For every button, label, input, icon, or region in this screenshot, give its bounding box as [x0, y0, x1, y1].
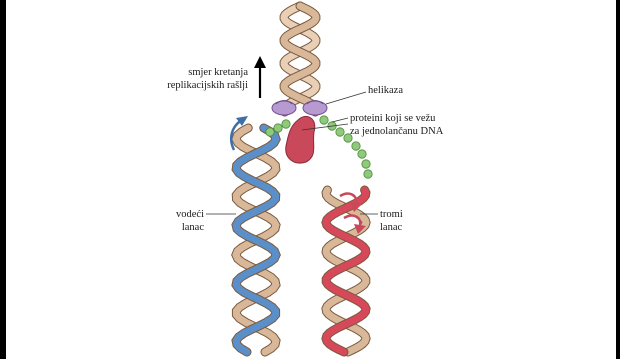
ssb-protein-bead [364, 170, 372, 178]
leading-daughter-helix [236, 128, 276, 352]
fork-direction-label: smjer kretanja replikacijskih rašlji [136, 66, 248, 92]
ssb-protein-bead [266, 128, 274, 136]
parental-double-helix [284, 6, 316, 112]
helicase-label: helikaza [368, 84, 403, 97]
ssb-protein-bead [362, 160, 370, 168]
replication-fork-diagram [6, 0, 616, 359]
leading-strand-label: vodeći lanac [156, 208, 204, 234]
lagging-strand-label: tromi lanac [380, 208, 403, 234]
fork-direction-arrow-icon [254, 56, 266, 98]
figure-frame: smjer kretanja replikacijskih rašlji hel… [6, 0, 616, 359]
ssb-protein-bead [274, 124, 282, 132]
ssb-protein-bead [320, 116, 328, 124]
ssb-protein-bead [282, 120, 290, 128]
ssb-proteins-label: proteini koji se vežu za jednolančanu DN… [350, 112, 443, 138]
ssb-protein-bead [336, 128, 344, 136]
ssb-protein-bead [358, 150, 366, 158]
ssb-protein-bead [352, 142, 360, 150]
